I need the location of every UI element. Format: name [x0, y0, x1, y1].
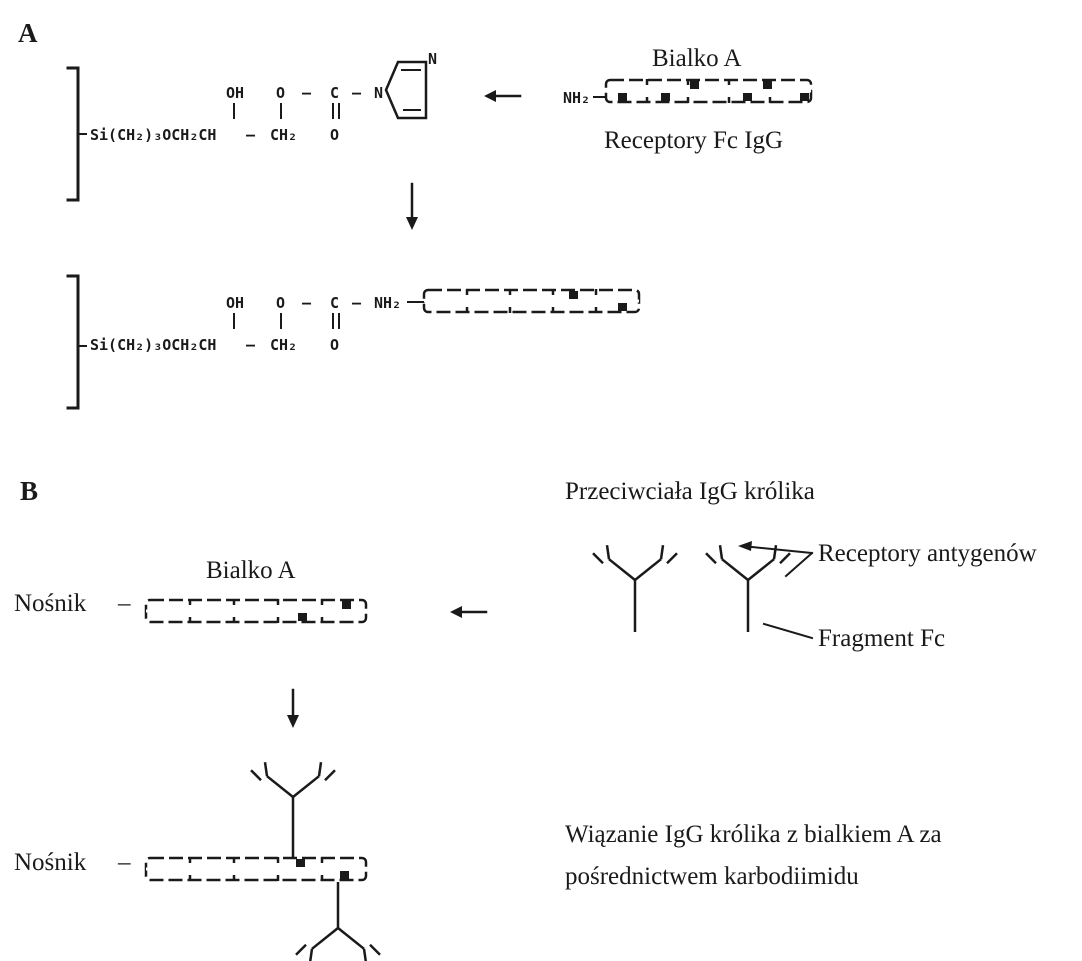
panel-a-label: A	[18, 18, 38, 48]
carrier-dash: –	[117, 590, 131, 617]
antigen-binding-tip	[705, 552, 717, 565]
bond-dash: –	[246, 336, 256, 354]
fab-arm	[634, 558, 662, 581]
protein-a-chain	[422, 288, 641, 314]
receptor-site	[618, 93, 627, 101]
description-line-2: pośrednictwem karbodiimidu	[565, 863, 859, 890]
amine-label: NH₂	[374, 294, 401, 312]
fab-arm	[337, 927, 365, 950]
antigen-binding-tip	[317, 762, 323, 777]
fab-arm	[747, 558, 775, 581]
amine-label: NH₂	[563, 89, 590, 107]
ring-nitrogen-label: N	[428, 50, 437, 68]
receptor-site	[618, 303, 627, 311]
fab-arm	[292, 775, 320, 798]
carrier-dash: –	[117, 849, 131, 876]
receptor-site	[661, 93, 670, 101]
bond-dash: –	[352, 294, 362, 312]
carrier-label: Nośnik	[14, 590, 87, 617]
methylene-label: CH₂	[270, 336, 297, 354]
support-bracket	[66, 66, 80, 202]
bond-dash: –	[302, 84, 312, 102]
protein-a-note: Receptory Fc IgG	[604, 127, 783, 154]
nitrogen-label: N	[374, 84, 383, 102]
antigen-binding-tip	[250, 769, 262, 782]
antigen-binding-tip	[772, 545, 778, 560]
antigen-receptors-label: Receptory antygenów	[818, 540, 1037, 567]
receptor-site	[296, 859, 305, 867]
description-line-1: Wiązanie IgG królika z bialkiem A za	[565, 821, 942, 848]
arrow-left-icon	[450, 606, 488, 618]
fab-arm	[311, 927, 339, 950]
carrier-label: Nośnik	[14, 849, 87, 876]
fab-arm	[266, 775, 294, 798]
carbon-label: C	[330, 294, 339, 312]
receptor-site	[690, 81, 699, 89]
receptor-site	[569, 291, 578, 299]
antigen-binding-tip	[369, 943, 381, 956]
coupled-product: OH O – C – NH₂ Si(CH₂)₃OCH₂CH – CH₂ O	[66, 274, 641, 410]
antibody-icon	[705, 545, 791, 632]
bond-dash: –	[246, 126, 256, 144]
antigen-binding-tip	[779, 552, 791, 565]
bond-dash: –	[302, 294, 312, 312]
panel-b-label: B	[20, 476, 38, 506]
oxygen-bottom-label: O	[330, 336, 339, 354]
carbon-label: C	[330, 84, 339, 102]
protein-a-chain	[144, 856, 368, 882]
fc-fragment-pointer	[762, 622, 814, 640]
antigen-binding-tip	[592, 552, 604, 565]
ring-outline	[384, 60, 428, 120]
receptor-site	[800, 93, 809, 101]
protein-a-chain	[604, 78, 813, 104]
protein-a-chain	[144, 598, 368, 624]
antibody-title: Przeciwciała IgG królika	[565, 478, 815, 505]
oxygen-bottom-label: O	[330, 126, 339, 144]
antibody-icon	[592, 545, 678, 632]
antigen-binding-tip	[295, 943, 307, 956]
receptor-site	[763, 81, 772, 89]
antigen-receptor-pointer	[738, 541, 814, 578]
antigen-binding-tip	[659, 545, 665, 560]
activated-support: OH O – C – N Si(CH₂)₃OCH₂CH – CH₂ O N	[66, 50, 437, 202]
silane-chain-label: Si(CH₂)₃OCH₂CH	[90, 336, 216, 354]
arrow-down-icon	[406, 182, 418, 230]
protein-a-title: Bialko A	[652, 45, 742, 72]
receptor-site	[743, 93, 752, 101]
methylene-label: CH₂	[270, 126, 297, 144]
oxygen-top-label: O	[276, 294, 285, 312]
arrow-left-icon	[484, 90, 522, 102]
bond-dash: –	[352, 84, 362, 102]
hydroxyl-label: OH	[226, 84, 244, 102]
support-bracket	[66, 274, 80, 410]
antigen-binding-tip	[263, 762, 269, 777]
fc-fragment-label: Fragment Fc	[818, 625, 945, 652]
receptor-site	[342, 601, 351, 609]
antigen-binding-tip	[308, 948, 314, 961]
silane-chain-label: Si(CH₂)₃OCH₂CH	[90, 126, 216, 144]
antibody-icon	[295, 882, 381, 961]
protein-a-title: Bialko A	[206, 557, 296, 584]
imidazole-ring: N	[384, 50, 437, 120]
antigen-binding-tip	[718, 545, 724, 560]
antigen-binding-tip	[605, 545, 611, 560]
receptor-site	[298, 613, 307, 621]
antigen-binding-tip	[362, 948, 368, 961]
arrow-down-icon	[287, 688, 299, 728]
antigen-binding-tip	[324, 769, 336, 782]
fab-arm	[608, 558, 636, 581]
fab-arm	[721, 558, 749, 581]
antigen-binding-tip	[666, 552, 678, 565]
oxygen-top-label: O	[276, 84, 285, 102]
antibody-icon	[250, 762, 336, 859]
receptor-site	[340, 871, 349, 879]
hydroxyl-label: OH	[226, 294, 244, 312]
